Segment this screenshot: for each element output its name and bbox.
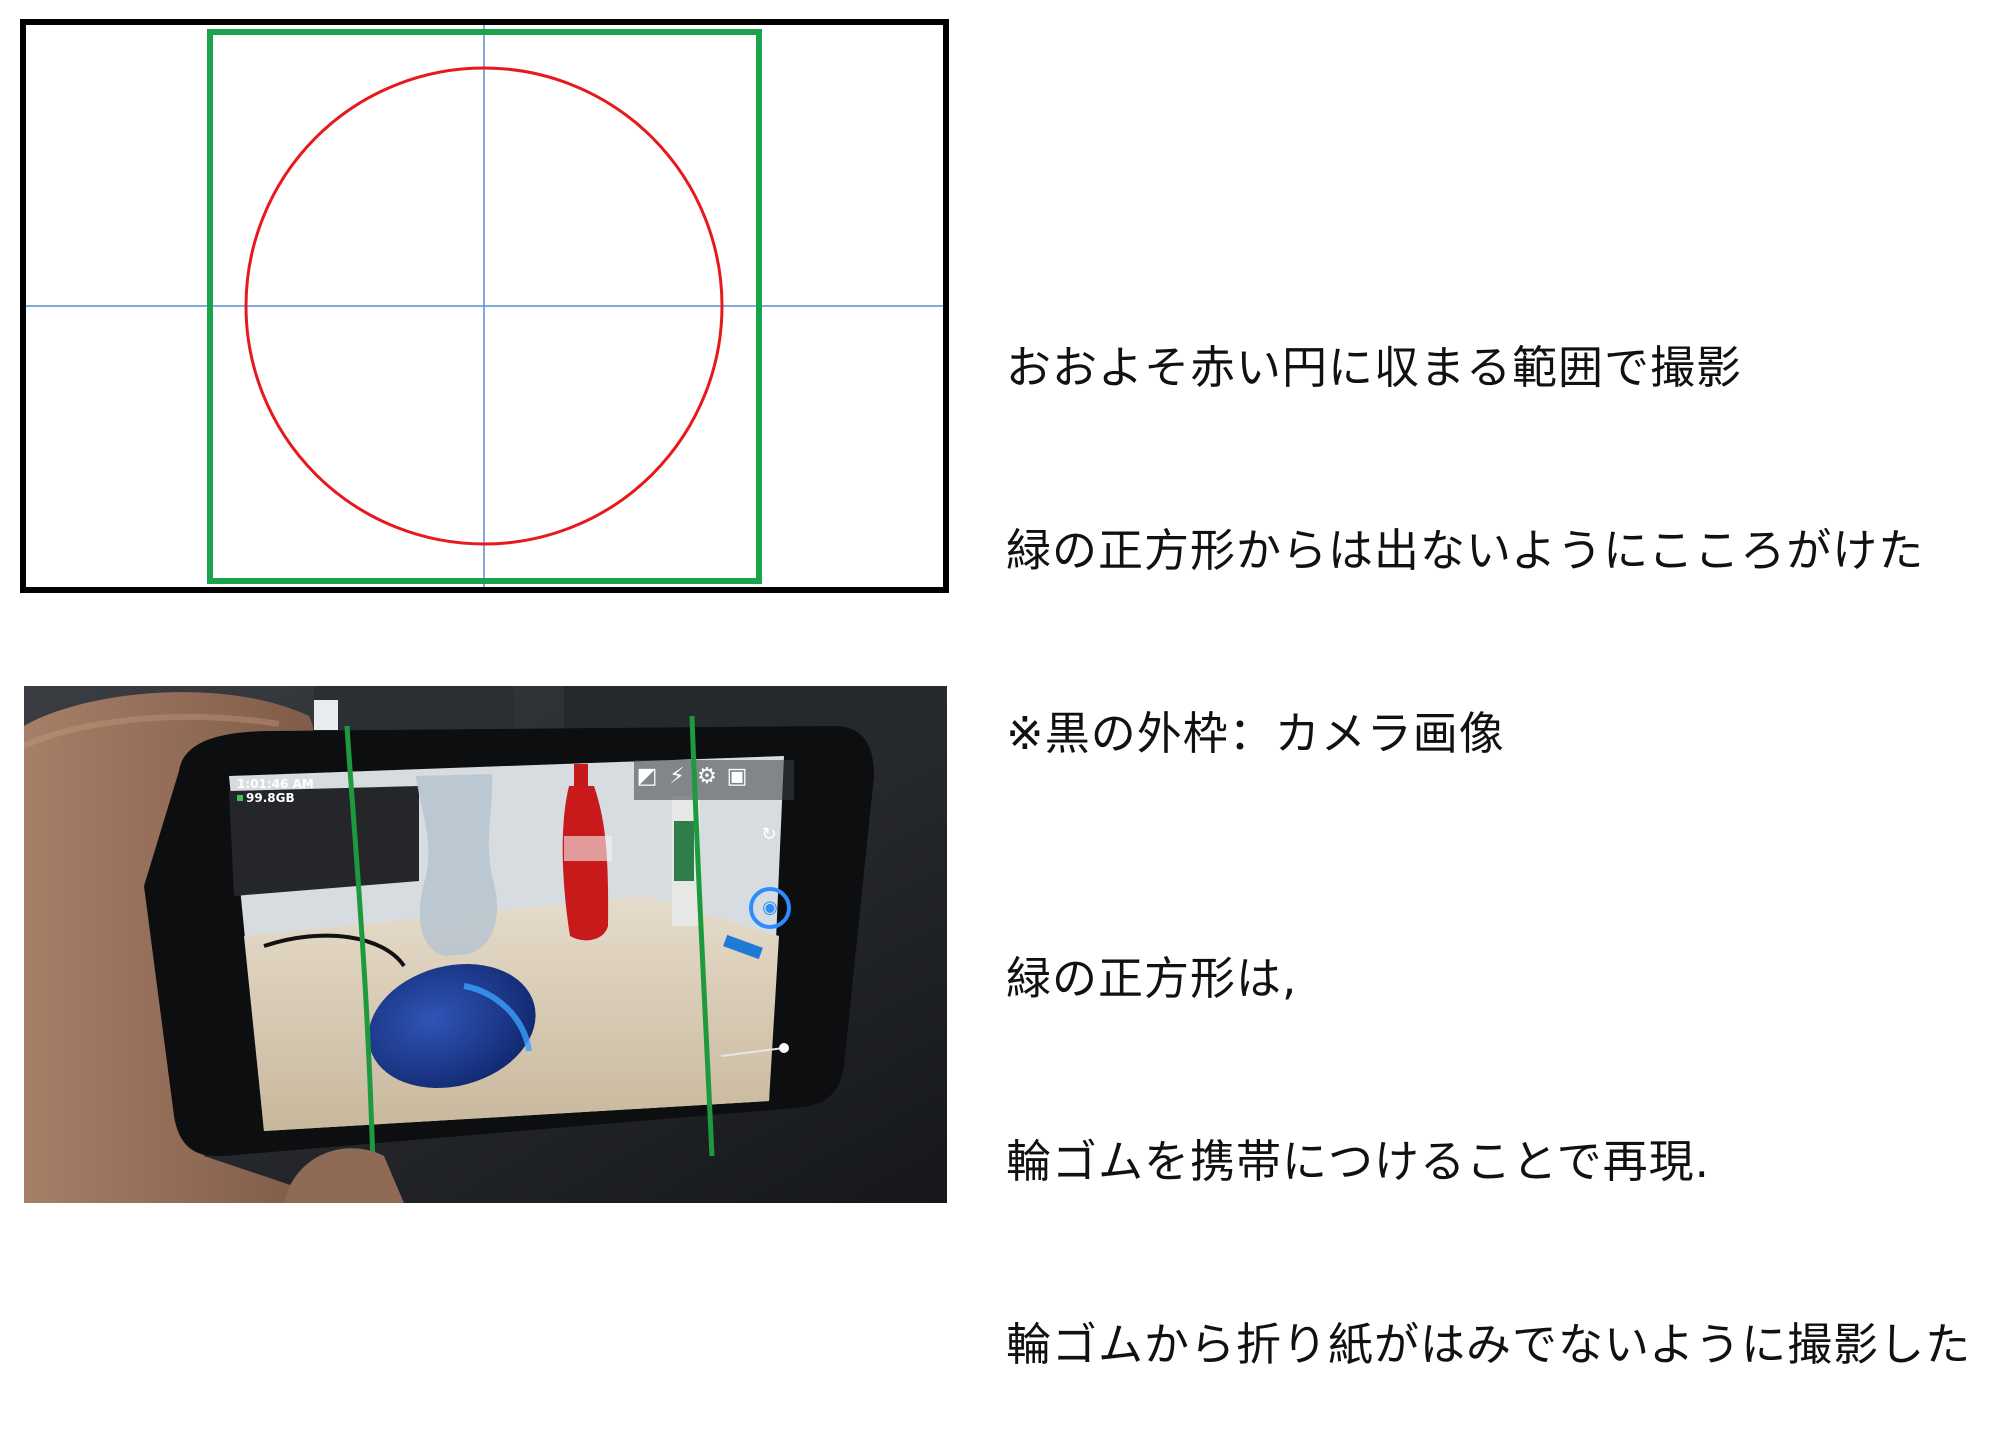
note-bottom-line-2: 輪ゴムを携帯につけることで再現. [1006,1135,1710,1188]
note-top-line-1: おおよそ赤い円に収まる範囲で撮影 [1006,341,1743,394]
diagram-svg [26,25,943,587]
note-top-line-3: ※黒の外枠：カメラ画像 [1006,707,1505,760]
green-square [207,29,762,584]
flash-auto-icon[interactable]: ⚡ [669,764,685,789]
photo-svg [24,686,947,1203]
red-circle [244,66,724,546]
note-top: おおよそ赤い円に収まる範囲で撮影 緑の正方形からは出ないようにこころがけた ※黒… [1006,215,1924,825]
hdr-icon[interactable]: ◩ [636,764,658,789]
note-bottom: 緑の正方形は, 輪ゴムを携帯につけることで再現. 輪ゴムから折り紙がはみでないよ… [1006,826,1971,1436]
gallery-icon[interactable]: ▣ [726,764,748,789]
storage-value: 99.8GB [246,791,295,805]
phone-photo: 1:01:46 AM 99.8GB ◩ ⚡ ⚙ ▣ ↻ ◉ [24,686,947,1203]
camera-frame-diagram [20,19,949,593]
status-time: 1:01:46 AM [237,777,314,791]
shutter-icon[interactable]: ◉ [762,897,778,918]
storage-indicator-icon [237,795,243,801]
status-storage: 99.8GB [237,791,295,805]
switch-camera-icon[interactable]: ↻ [761,824,777,845]
note-bottom-line-3: 輪ゴムから折り紙がはみでないように撮影した [1006,1318,1972,1371]
note-top-line-2: 緑の正方形からは出ないようにこころがけた [1006,524,1925,577]
settings-icon[interactable]: ⚙ [697,764,717,789]
note-bottom-line-1: 緑の正方形は, [1006,952,1298,1005]
